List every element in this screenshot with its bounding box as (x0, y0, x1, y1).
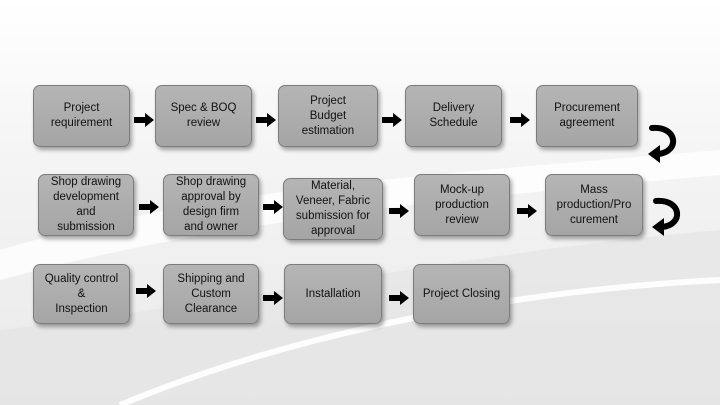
step-mass-production: Mass production/Pro curement (545, 174, 643, 236)
right-arrow-icon (263, 200, 283, 214)
step-quality-control: Quality control & Inspection (33, 264, 130, 324)
right-arrow-icon (389, 204, 409, 218)
right-arrow-icon (263, 291, 283, 305)
step-label: Installation (305, 287, 361, 300)
step-mockup-production-review: Mock-up production review (414, 174, 510, 236)
step-label: Project requirement (50, 102, 113, 129)
step-shipping-custom-clearance: Shipping and Custom Clearance (163, 264, 259, 324)
step-shop-drawing-approval: Shop drawing approval by design firm and… (163, 174, 259, 236)
step-shop-drawing-development: Shop drawing development and submission (38, 174, 134, 236)
step-label: Shop drawing development and submission (50, 176, 122, 233)
step-project-closing: Project Closing (413, 264, 510, 324)
step-label: Material, Veneer, Fabric submission for … (295, 180, 371, 237)
step-installation: Installation (284, 264, 382, 324)
u-turn-arrow-icon (648, 124, 677, 163)
right-arrow-icon (510, 113, 530, 127)
right-arrow-icon (517, 204, 537, 218)
step-delivery-schedule: Delivery Schedule (405, 85, 502, 147)
step-label: Procurement agreement (554, 102, 620, 129)
step-label: Project Budget estimation (301, 94, 355, 137)
right-arrow-icon (382, 113, 402, 127)
step-label: Mock-up production review (435, 183, 489, 226)
step-label: Quality control & Inspection (44, 272, 119, 315)
right-arrow-icon (136, 284, 156, 298)
u-turn-arrow-icon (652, 197, 681, 236)
step-label: Shop drawing approval by design firm and… (175, 176, 247, 233)
step-material-submission: Material, Veneer, Fabric submission for … (283, 178, 383, 240)
step-label: Shipping and Custom Clearance (177, 272, 245, 315)
step-procurement-agreement: Procurement agreement (536, 85, 638, 147)
right-arrow-icon (139, 200, 159, 214)
right-arrow-icon (134, 113, 154, 127)
step-label: Delivery Schedule (429, 102, 478, 129)
step-project-budget-estimation: Project Budget estimation (278, 85, 378, 147)
right-arrow-icon (256, 113, 276, 127)
step-project-requirement: Project requirement (33, 85, 130, 147)
step-label: Project Closing (422, 287, 501, 300)
step-label: Spec & BOQ review (170, 102, 237, 129)
right-arrow-icon (389, 291, 409, 305)
step-label: Mass production/Pro curement (556, 183, 632, 226)
step-spec-boq-review: Spec & BOQ review (155, 85, 252, 147)
